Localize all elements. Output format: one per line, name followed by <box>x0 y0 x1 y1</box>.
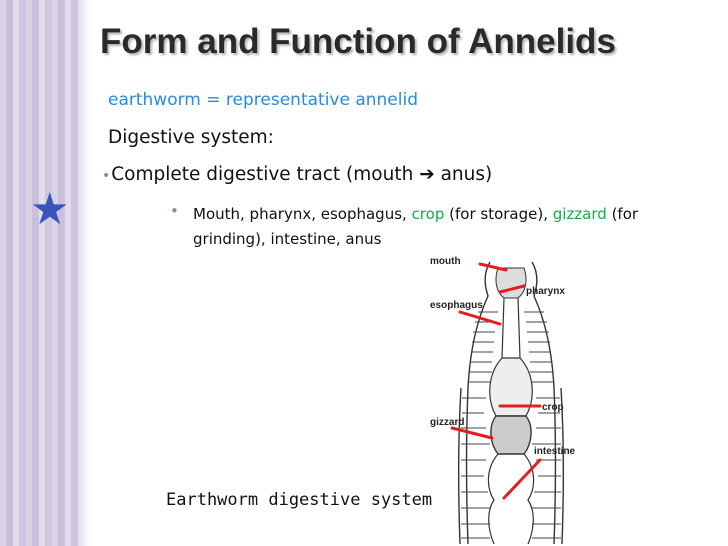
bullet-complete-tract: •Complete digestive tract (mouth ➔ anus) <box>102 164 492 185</box>
organs-crop-word: crop <box>411 205 445 223</box>
bullet-complete-tract-text: Complete digestive tract (mouth ➔ anus) <box>111 164 493 185</box>
diagram-label-pharynx: pharynx <box>526 286 565 297</box>
diagram-label-intestine: intestine <box>534 446 576 457</box>
slide-subtitle: earthworm = representative annelid <box>108 90 419 110</box>
intestine-shape <box>487 453 535 544</box>
diagram-label-esophagus: esophagus <box>430 300 483 311</box>
earthworm-diagram: mouth pharynx esophagus crop gizzard int… <box>430 256 576 544</box>
worm-segment-rings <box>461 311 561 539</box>
label-pointers <box>450 262 542 500</box>
sub-bullet-organs: Mouth, pharynx, esophagus, crop (for sto… <box>193 202 693 252</box>
bullet-marker: • <box>102 168 111 184</box>
decorative-stripe-panel <box>0 0 90 546</box>
pharynx-shape <box>495 267 527 299</box>
diagram-label-crop: crop <box>542 402 564 413</box>
organs-text-part-a: Mouth, pharynx, esophagus, <box>193 205 412 223</box>
diagram-caption: Earthworm digestive system <box>166 490 433 510</box>
organs-text-part-c: (for grinding), intestine, anus <box>193 205 639 248</box>
organs-text-part-b: (for storage), <box>444 205 553 223</box>
star-icon: ★ <box>30 184 70 235</box>
gizzard-shape <box>490 415 532 455</box>
slide-title: Form and Function of Annelids <box>100 22 616 61</box>
esophagus-shape <box>501 297 521 359</box>
diagram-label-gizzard: gizzard <box>430 417 464 428</box>
organs-gizzard-word: gizzard <box>552 205 607 223</box>
diagram-label-mouth: mouth <box>430 256 461 267</box>
sub-bullet-marker: • <box>170 202 179 220</box>
worm-body-outline <box>457 261 565 544</box>
section-heading: Digestive system: <box>108 127 274 148</box>
